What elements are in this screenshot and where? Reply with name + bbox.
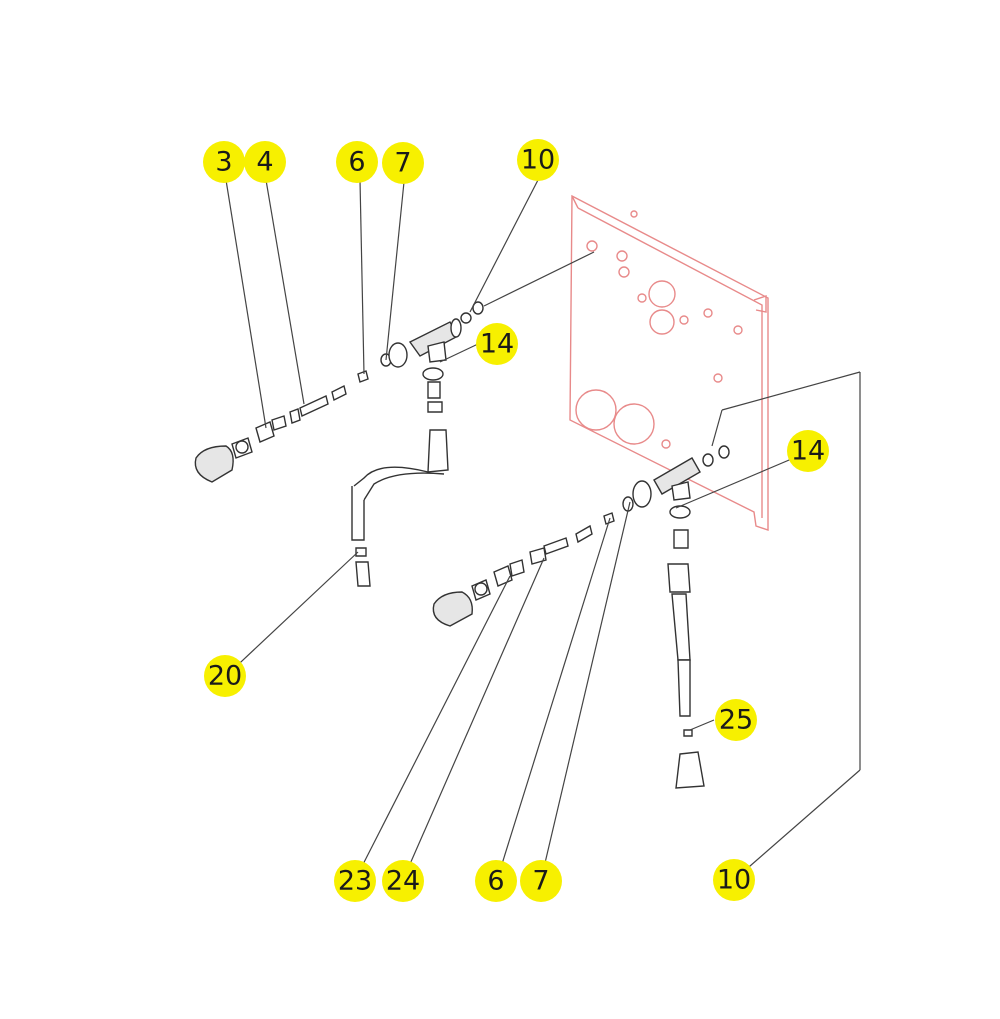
callout-label: 7	[394, 148, 411, 179]
callout-circle	[713, 859, 755, 901]
callout-circle	[476, 323, 518, 365]
callout-14b: 14	[787, 430, 829, 472]
lower-valve-assembly	[432, 445, 730, 789]
callout-6a: 6	[336, 141, 378, 183]
callout-circle	[520, 860, 562, 902]
callout-circle	[334, 860, 376, 902]
callout-label: 24	[386, 866, 420, 897]
callout-label: 25	[719, 705, 753, 736]
callout-label: 7	[532, 866, 549, 897]
callout-circle	[715, 699, 757, 741]
callout-7a: 7	[382, 142, 424, 184]
callout-label: 14	[791, 436, 825, 467]
callout-label: 20	[208, 661, 242, 692]
callout-24: 24	[382, 860, 424, 902]
upper-valve-assembly	[194, 301, 484, 483]
callout-label: 4	[256, 147, 273, 178]
callout-label: 10	[717, 865, 751, 896]
callout-label: 3	[215, 147, 232, 178]
callout-label: 6	[348, 147, 365, 178]
callout-25: 25	[715, 699, 757, 741]
callout-10b: 10	[713, 859, 755, 901]
callout-circle	[203, 141, 245, 183]
callout-label: 6	[487, 866, 504, 897]
callout-14a: 14	[476, 323, 518, 365]
callout-6b: 6	[475, 860, 517, 902]
mounting-plate	[569, 194, 769, 531]
callout-circle	[336, 141, 378, 183]
callout-4a: 4	[244, 141, 286, 183]
callout-circle	[517, 139, 559, 181]
callout-circle	[382, 860, 424, 902]
callout-23: 23	[334, 860, 376, 902]
callout-circle	[382, 142, 424, 184]
callout-circle	[787, 430, 829, 472]
callout-circle	[475, 860, 517, 902]
callout-label: 14	[480, 329, 514, 360]
callout-circle	[204, 655, 246, 697]
callout-label: 10	[521, 145, 555, 176]
callout-label: 23	[338, 866, 372, 897]
callout-circle	[244, 141, 286, 183]
leader-lines	[225, 179, 861, 881]
callout-20: 20	[204, 655, 246, 697]
callout-7b: 7	[520, 860, 562, 902]
callout-3a: 3	[203, 141, 245, 183]
callout-10a: 10	[517, 139, 559, 181]
upper-steam-pipe	[351, 429, 449, 587]
